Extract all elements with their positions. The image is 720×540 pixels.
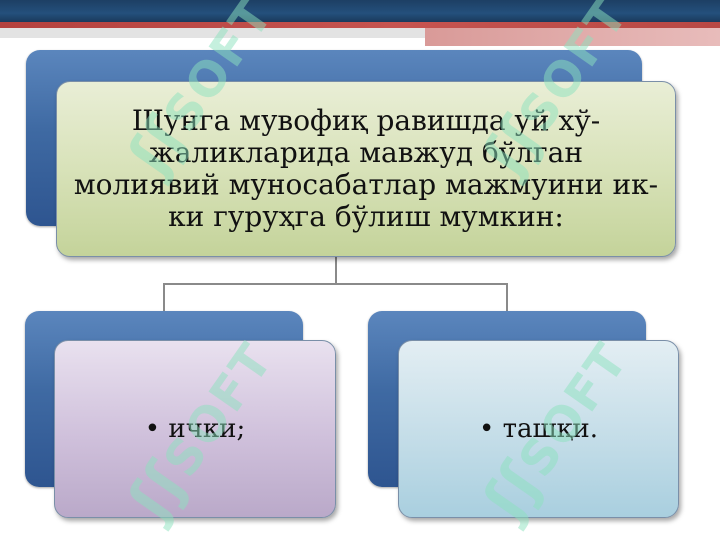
header-grey-strip: [0, 28, 425, 38]
right-box: • ташқи.: [398, 340, 679, 518]
left-box: • ички;: [54, 340, 336, 518]
main-statement: Шунга мувофиқ равишда уй хў-жаликларида …: [73, 104, 659, 233]
header-accent-line: [0, 22, 720, 28]
external-item: • ташқи.: [478, 414, 598, 444]
internal-item: • ички;: [144, 414, 246, 444]
main-box: Шунга мувофиқ равишда уй хў-жаликларида …: [56, 81, 676, 257]
connector-right: [336, 283, 508, 311]
header-pink-strip: [425, 28, 720, 46]
connector-left: [163, 257, 337, 311]
header-bar: [0, 0, 720, 22]
